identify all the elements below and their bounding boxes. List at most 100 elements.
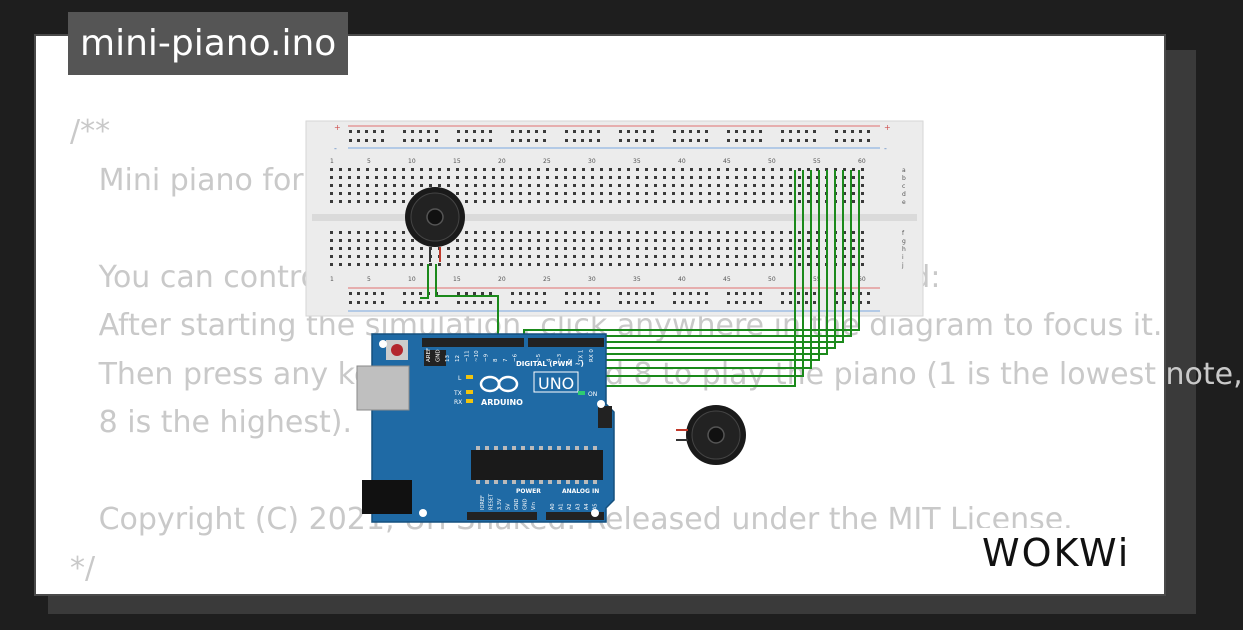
breadboard-hole[interactable] bbox=[573, 247, 576, 250]
breadboard-hole[interactable] bbox=[411, 192, 414, 195]
breadboard-hole[interactable] bbox=[411, 247, 414, 250]
breadboard-hole[interactable] bbox=[543, 139, 546, 142]
breadboard-hole[interactable] bbox=[851, 139, 854, 142]
breadboard-hole[interactable] bbox=[600, 247, 603, 250]
breadboard-hole[interactable] bbox=[618, 176, 621, 179]
breadboard-hole[interactable] bbox=[635, 301, 638, 304]
breadboard-hole[interactable] bbox=[735, 184, 738, 187]
buzzer[interactable] bbox=[676, 405, 746, 465]
breadboard-hole[interactable] bbox=[861, 239, 864, 242]
breadboard-hole[interactable] bbox=[627, 231, 630, 234]
breadboard[interactable]: + + - - 1 5 10 15 20 25 30 35 40 45 50 5… bbox=[305, 120, 924, 317]
breadboard-hole[interactable] bbox=[762, 263, 765, 266]
breadboard-hole[interactable] bbox=[654, 239, 657, 242]
breadboard-hole[interactable] bbox=[582, 247, 585, 250]
breadboard-hole[interactable] bbox=[555, 192, 558, 195]
breadboard-hole[interactable] bbox=[780, 200, 783, 203]
breadboard-hole[interactable] bbox=[780, 184, 783, 187]
breadboard-hole[interactable] bbox=[357, 168, 360, 171]
breadboard-hole[interactable] bbox=[373, 301, 376, 304]
breadboard-hole[interactable] bbox=[546, 263, 549, 266]
breadboard-hole[interactable] bbox=[663, 263, 666, 266]
breadboard-hole[interactable] bbox=[582, 184, 585, 187]
breadboard-hole[interactable] bbox=[589, 139, 592, 142]
breadboard-hole[interactable] bbox=[759, 139, 762, 142]
breadboard-hole[interactable] bbox=[528, 263, 531, 266]
breadboard-hole[interactable] bbox=[717, 168, 720, 171]
breadboard-hole[interactable] bbox=[573, 301, 576, 304]
breadboard-hole[interactable] bbox=[627, 184, 630, 187]
breadboard-hole[interactable] bbox=[543, 130, 546, 133]
breadboard-hole[interactable] bbox=[735, 301, 738, 304]
breadboard-hole[interactable] bbox=[465, 200, 468, 203]
breadboard-hole[interactable] bbox=[555, 263, 558, 266]
breadboard-hole[interactable] bbox=[510, 200, 513, 203]
breadboard-hole[interactable] bbox=[489, 130, 492, 133]
breadboard-hole[interactable] bbox=[627, 239, 630, 242]
breadboard-hole[interactable] bbox=[807, 255, 810, 258]
breadboard-hole[interactable] bbox=[483, 231, 486, 234]
breadboard-hole[interactable] bbox=[582, 168, 585, 171]
breadboard-hole[interactable] bbox=[384, 168, 387, 171]
breadboard-hole[interactable] bbox=[789, 168, 792, 171]
breadboard-hole[interactable] bbox=[708, 168, 711, 171]
breadboard-hole[interactable] bbox=[726, 263, 729, 266]
breadboard-hole[interactable] bbox=[600, 255, 603, 258]
breadboard-hole[interactable] bbox=[645, 263, 648, 266]
breadboard-hole[interactable] bbox=[789, 192, 792, 195]
breadboard-hole[interactable] bbox=[402, 192, 405, 195]
breadboard-hole[interactable] bbox=[565, 139, 568, 142]
breadboard-hole[interactable] bbox=[690, 176, 693, 179]
breadboard-hole[interactable] bbox=[643, 139, 646, 142]
breadboard-hole[interactable] bbox=[654, 263, 657, 266]
breadboard-hole[interactable] bbox=[798, 255, 801, 258]
breadboard-hole[interactable] bbox=[555, 184, 558, 187]
breadboard-hole[interactable] bbox=[771, 176, 774, 179]
breadboard-hole[interactable] bbox=[681, 263, 684, 266]
breadboard-hole[interactable] bbox=[600, 231, 603, 234]
breadboard-hole[interactable] bbox=[528, 255, 531, 258]
breadboard-hole[interactable] bbox=[689, 292, 692, 295]
breadboard-hole[interactable] bbox=[365, 130, 368, 133]
breadboard-hole[interactable] bbox=[751, 130, 754, 133]
breadboard-hole[interactable] bbox=[663, 168, 666, 171]
breadboard-hole[interactable] bbox=[483, 184, 486, 187]
breadboard-hole[interactable] bbox=[797, 130, 800, 133]
breadboard-hole[interactable] bbox=[609, 255, 612, 258]
breadboard-hole[interactable] bbox=[349, 139, 352, 142]
breadboard-hole[interactable] bbox=[537, 255, 540, 258]
breadboard-hole[interactable] bbox=[420, 168, 423, 171]
breadboard-hole[interactable] bbox=[465, 263, 468, 266]
breadboard-hole[interactable] bbox=[519, 130, 522, 133]
breadboard-hole[interactable] bbox=[762, 176, 765, 179]
breadboard-hole[interactable] bbox=[365, 301, 368, 304]
breadboard-hole[interactable] bbox=[618, 255, 621, 258]
breadboard-hole[interactable] bbox=[419, 292, 422, 295]
breadboard-hole[interactable] bbox=[366, 231, 369, 234]
breadboard-hole[interactable] bbox=[483, 239, 486, 242]
breadboard-hole[interactable] bbox=[330, 239, 333, 242]
breadboard-hole[interactable] bbox=[582, 255, 585, 258]
breadboard-hole[interactable] bbox=[705, 130, 708, 133]
breadboard-hole[interactable] bbox=[384, 200, 387, 203]
breadboard-hole[interactable] bbox=[645, 200, 648, 203]
breadboard-hole[interactable] bbox=[402, 231, 405, 234]
breadboard-hole[interactable] bbox=[546, 239, 549, 242]
breadboard-hole[interactable] bbox=[859, 301, 862, 304]
breadboard-hole[interactable] bbox=[555, 200, 558, 203]
breadboard-hole[interactable] bbox=[635, 139, 638, 142]
breadboard-hole[interactable] bbox=[582, 239, 585, 242]
breadboard-hole[interactable] bbox=[636, 263, 639, 266]
breadboard-hole[interactable] bbox=[645, 231, 648, 234]
breadboard-hole[interactable] bbox=[537, 263, 540, 266]
breadboard-hole[interactable] bbox=[762, 231, 765, 234]
breadboard-hole[interactable] bbox=[708, 231, 711, 234]
breadboard-hole[interactable] bbox=[511, 292, 514, 295]
breadboard-hole[interactable] bbox=[600, 184, 603, 187]
breadboard-hole[interactable] bbox=[348, 176, 351, 179]
breadboard-hole[interactable] bbox=[627, 192, 630, 195]
breadboard-hole[interactable] bbox=[609, 263, 612, 266]
breadboard-hole[interactable] bbox=[867, 301, 870, 304]
breadboard-hole[interactable] bbox=[726, 247, 729, 250]
